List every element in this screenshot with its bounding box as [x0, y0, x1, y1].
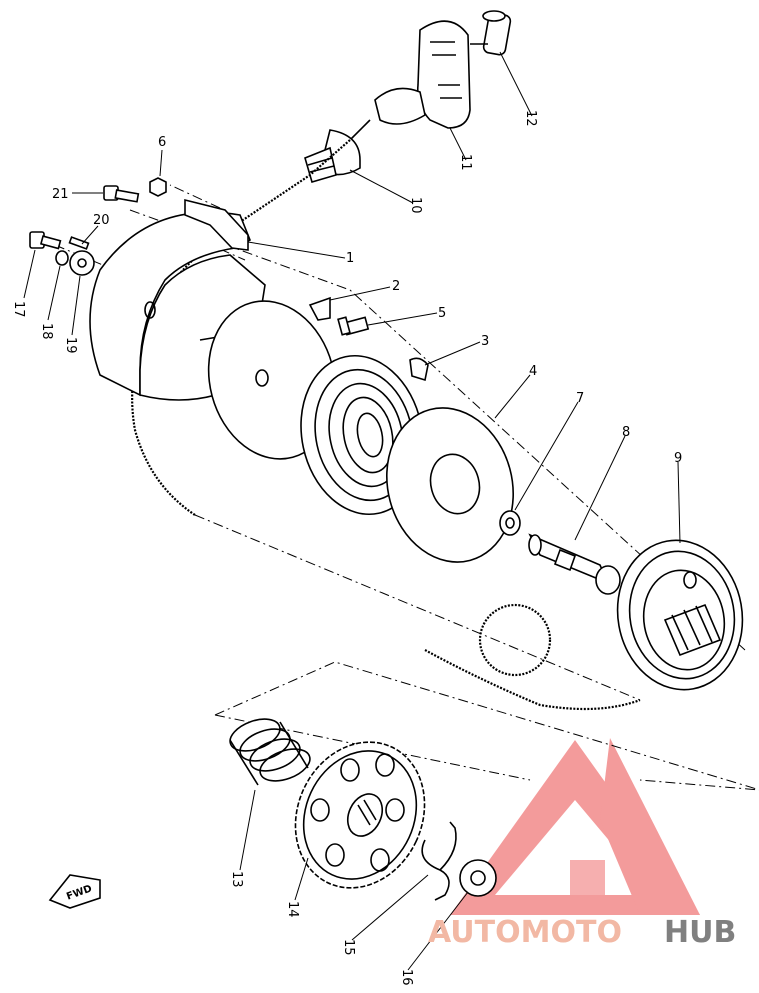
rope-coil: [424, 603, 641, 711]
part-11-starter-handle: [349, 20, 471, 141]
watermark-text-left: AUTOMOTO: [428, 915, 622, 950]
fwd-arrow-icon: FWD: [48, 874, 101, 909]
part-6-nut: [149, 177, 167, 197]
label-part-12: 12: [523, 110, 538, 127]
label-part-20: 20: [93, 213, 110, 228]
watermark-text: AUTOMOTO HUB: [428, 915, 736, 950]
label-part-16: 16: [399, 969, 414, 986]
part-7-washer: [499, 510, 521, 536]
label-part-7: 7: [576, 391, 584, 406]
part-20-collar: [68, 236, 90, 250]
label-part-9: 9: [674, 451, 682, 466]
label-part-10: 10: [408, 197, 423, 214]
part-5-screw: [337, 316, 370, 336]
leader-lines: [23, 51, 681, 971]
label-part-4: 4: [529, 364, 537, 379]
part-12-knob: [470, 10, 512, 56]
label-part-21: 21: [52, 187, 69, 202]
part-13-coil-spring: [229, 718, 311, 786]
label-part-11: 11: [458, 154, 473, 171]
part-17-bolt: [29, 231, 62, 250]
label-part-1: 1: [346, 251, 354, 266]
label-part-15: 15: [341, 939, 356, 956]
part-8-shaft: [528, 533, 621, 595]
part-15-spring-clip: [421, 821, 457, 901]
label-part-3: 3: [481, 334, 489, 349]
part-21-bolt: [103, 185, 140, 203]
label-part-19: 19: [63, 337, 78, 354]
label-part-18: 18: [39, 323, 54, 340]
part-18-lock-washer: [55, 250, 69, 266]
label-part-17: 17: [11, 301, 26, 318]
part-19-washer: [69, 250, 95, 276]
watermark-logo: [450, 738, 700, 915]
part-4-spring-cover: [386, 407, 514, 563]
label-part-13: 13: [229, 871, 244, 888]
label-part-5: 5: [438, 306, 446, 321]
part-16-washer: [459, 859, 497, 897]
label-part-14: 14: [285, 901, 300, 918]
part-9-drum: [616, 539, 744, 691]
label-part-2: 2: [392, 279, 400, 294]
watermark-text-right: HUB: [664, 915, 736, 950]
label-part-6: 6: [158, 135, 166, 150]
part-14-ratchet-gear: [294, 741, 426, 889]
part-labels: 1 2 3 4 5 6 7 8 9 10 11 12 13 14 15 16 1…: [11, 110, 682, 986]
label-part-8: 8: [622, 425, 630, 440]
